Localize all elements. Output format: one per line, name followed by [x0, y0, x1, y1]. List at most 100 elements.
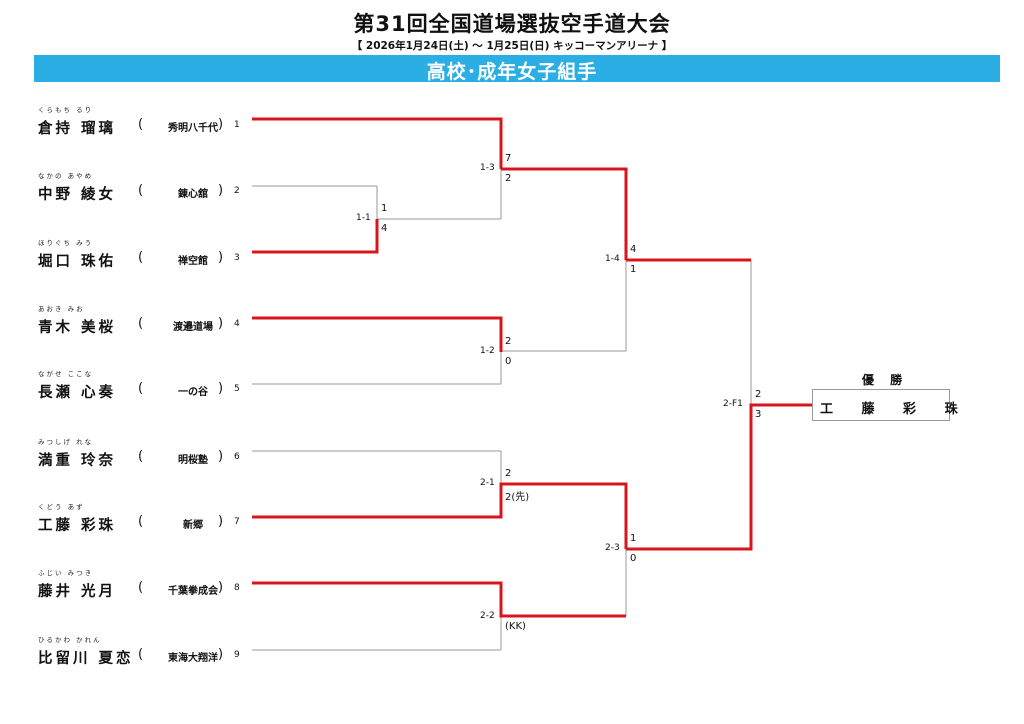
paren-open: ( — [138, 250, 144, 265]
player-seed: 9 — [234, 650, 240, 660]
paren-open: ( — [138, 514, 144, 529]
paren-open: ( — [138, 117, 144, 132]
paren-close: ) — [218, 381, 224, 396]
player-seed: 6 — [234, 452, 240, 462]
match-score-top: 2 — [755, 389, 762, 400]
player-club: 錬心舘 — [178, 189, 208, 200]
match-id: 1-1 — [356, 213, 371, 223]
player-entry: あおき みお 青木 美桜 ( 渡邉道場 ) 4 — [38, 303, 258, 336]
player-seed: 3 — [234, 253, 240, 263]
player-club: 一の谷 — [178, 387, 208, 398]
player-entry: くどう あず 工藤 彩珠 ( 新郷 ) 7 — [38, 501, 258, 534]
match-id: 1-2 — [480, 346, 495, 356]
match-id: 2-1 — [480, 478, 495, 488]
paren-close: ) — [218, 449, 224, 464]
match-id: 2-3 — [605, 543, 620, 553]
bracket-line-win — [252, 219, 379, 254]
paren-open: ( — [138, 183, 144, 198]
match-score-bottom: 0 — [505, 356, 512, 367]
player-entry: なかの あやめ 中野 綾女 ( 錬心舘 ) 2 — [38, 170, 258, 203]
player-seed: 2 — [234, 186, 240, 196]
paren-open: ( — [138, 647, 144, 662]
division-banner — [34, 55, 1000, 82]
tournament-title: 第31回全国道場選抜空手道大会 — [353, 12, 671, 36]
win-lines — [252, 117, 812, 618]
bracket-line-win — [252, 482, 628, 549]
paren-open: ( — [138, 449, 144, 464]
champion-box — [812, 389, 950, 421]
paren-open: ( — [138, 580, 144, 595]
player-club: 東海大翔洋 — [168, 653, 218, 664]
bracket-line-win — [252, 316, 503, 352]
match-score-bottom: 2(先) — [505, 492, 530, 503]
player-kana: ふじい みつき — [38, 569, 94, 577]
player-name: 比留川 夏恋 — [38, 651, 134, 667]
player-club: 秀明八千代 — [168, 123, 218, 134]
player-entry: ひるかわ かれん 比留川 夏恋 ( 東海大翔洋 ) 9 — [38, 634, 258, 667]
player-kana: みつしげ れな — [38, 438, 94, 446]
paren-open: ( — [138, 381, 144, 396]
bracket-line-win — [626, 403, 812, 551]
match-id: 1-4 — [605, 254, 620, 264]
paren-close: ) — [218, 514, 224, 529]
player-seed: 7 — [234, 517, 240, 527]
player-seed: 8 — [234, 583, 240, 593]
match-score-bottom: (KK) — [505, 621, 526, 632]
player-entry: ながせ ここな 長瀬 心奏 ( 一の谷 ) 5 — [38, 368, 258, 401]
match-id: 2-2 — [480, 611, 495, 621]
match-score-top: 4 — [630, 244, 637, 255]
champion-name: 工 藤 彩 珠 — [820, 402, 970, 417]
match-score-top: 1 — [381, 203, 388, 214]
player-seed: 5 — [234, 384, 240, 394]
paren-open: ( — [138, 316, 144, 331]
match-score-bottom: 1 — [630, 264, 637, 275]
player-entry: ふじい みつき 藤井 光月 ( 千葉拳成会 ) 8 — [38, 567, 258, 600]
paren-close: ) — [218, 183, 224, 198]
player-name: 工藤 彩珠 — [38, 518, 117, 534]
player-entry: みつしげ れな 満重 玲奈 ( 明桜塾 ) 6 — [38, 436, 258, 469]
paren-close: ) — [218, 250, 224, 265]
player-name: 中野 綾女 — [38, 187, 117, 203]
match-id: 2-F1 — [723, 399, 743, 409]
match-score-bottom: 3 — [755, 409, 762, 420]
player-kana: ほりぐち みう — [38, 239, 94, 247]
match-score-bottom: 2 — [505, 173, 512, 184]
player-seed: 1 — [234, 120, 240, 130]
player-kana: くらもち るり — [38, 106, 94, 114]
bracket-line-win — [501, 167, 628, 260]
player-kana: くどう あず — [38, 503, 85, 511]
player-club: 千葉拳成会 — [168, 586, 218, 597]
player-name: 青木 美桜 — [38, 320, 117, 336]
match-score-top: 2 — [505, 336, 512, 347]
player-kana: ひるかわ かれん — [38, 636, 102, 644]
player-club: 禅空館 — [178, 256, 208, 267]
lose-lines — [252, 169, 752, 651]
match-score-top: 1 — [630, 533, 637, 544]
player-seed: 4 — [234, 319, 240, 329]
player-kana: ながせ ここな — [38, 370, 94, 378]
match-id: 1-3 — [480, 163, 495, 173]
player-name: 藤井 光月 — [38, 584, 117, 600]
player-club: 新郷 — [183, 520, 203, 531]
match-score-top: 7 — [505, 153, 512, 164]
player-name: 長瀬 心奏 — [38, 385, 117, 401]
match-score-top: 2 — [505, 468, 512, 479]
match-score-bottom: 4 — [381, 223, 388, 234]
player-name: 満重 玲奈 — [38, 453, 117, 469]
player-kana: なかの あやめ — [38, 172, 94, 180]
tournament-date-venue: 【 2026年1月24日(土) ～ 1月25日(日) キッコーマンアリーナ 】 — [351, 40, 673, 52]
paren-close: ) — [218, 580, 224, 595]
player-club: 明桜塾 — [178, 455, 208, 466]
match-score-bottom: 0 — [630, 553, 637, 564]
division-title: 高校･成年女子組手 — [426, 61, 598, 83]
player-name: 堀口 珠佑 — [38, 254, 117, 270]
player-kana: あおき みお — [38, 305, 85, 313]
paren-close: ) — [218, 316, 224, 331]
paren-close: ) — [218, 117, 224, 132]
player-entry: くらもち るり 倉持 瑠璃 ( 秀明八千代 ) 1 — [38, 104, 258, 137]
player-entry: ほりぐち みう 堀口 珠佑 ( 禅空館 ) 3 — [38, 237, 258, 270]
player-name: 倉持 瑠璃 — [38, 121, 117, 137]
bracket-line-win — [252, 117, 503, 169]
champion-label: 優 勝 — [862, 373, 909, 387]
